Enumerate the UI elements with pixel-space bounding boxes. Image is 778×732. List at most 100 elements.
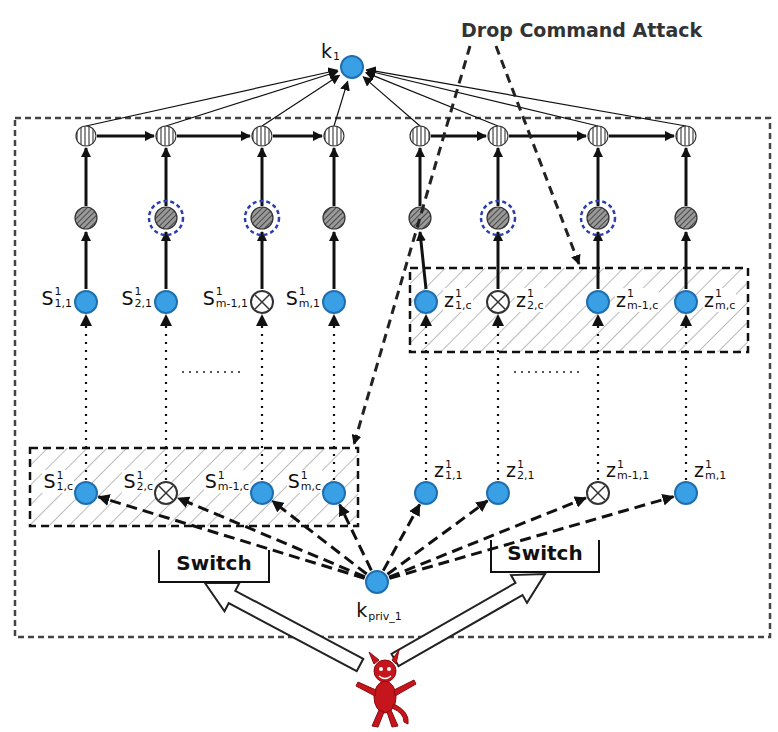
label-indices: 12,c (527, 288, 544, 311)
selected-ring (481, 201, 515, 235)
chain-arrow (597, 232, 600, 289)
label-base: z (516, 291, 526, 310)
dropped-share-node: z1m-1,1 (586, 481, 610, 505)
label-subscript: 2,c (136, 481, 153, 493)
key-distribution-arrow (389, 498, 586, 577)
chain-arrow (165, 148, 168, 206)
hatched-share (251, 207, 273, 229)
chain-arrow (497, 148, 500, 206)
label-base: S (121, 289, 133, 308)
label-subscript: 1,c (455, 300, 472, 312)
label-superscript: 1 (55, 286, 73, 298)
aggregation-line (262, 75, 339, 126)
node-label: k priv_1 (355, 599, 403, 622)
share-chain-arrow (497, 315, 499, 480)
label-subscript: priv_1 (368, 611, 402, 623)
chain-arrow (85, 232, 88, 289)
key-distribution-arrow (272, 501, 366, 574)
node-label: z1m,1 (693, 459, 727, 482)
share-node: z11,1 (414, 481, 438, 505)
aggregation-line (86, 70, 337, 126)
share-node: S12,1 (154, 290, 178, 314)
label-subscript: m,1 (705, 470, 726, 482)
aggregation-line (367, 70, 598, 126)
node-label: z1m,c (703, 288, 736, 311)
hatched-share (75, 207, 97, 229)
label-base: z (616, 291, 626, 310)
striped-combiner (410, 126, 430, 146)
label-base: k (321, 42, 332, 61)
chain-arrow (165, 232, 168, 289)
column-chain (75, 70, 697, 289)
attack-band (410, 268, 748, 352)
label-indices: 11,1 (55, 286, 73, 309)
dropped-share-node: z12,c (486, 290, 510, 314)
label-base: k (356, 601, 367, 620)
label-indices: 11,1 (445, 459, 463, 482)
chain-arrow (497, 232, 500, 289)
cross-stroke (159, 486, 173, 500)
hatched-share (587, 207, 609, 229)
node-label: S11,c (42, 470, 74, 493)
label-superscript: 1 (56, 470, 73, 482)
label-subscript: 2,c (527, 300, 544, 312)
chain-arrow (333, 148, 336, 206)
label-subscript: 1,1 (55, 298, 73, 310)
label-subscript: m,c (301, 481, 321, 493)
label-indices: 1m-1,c (627, 288, 658, 311)
cross-mark (156, 483, 176, 503)
cross-mark (252, 292, 272, 312)
label-subscript: 2,1 (517, 470, 535, 482)
label-subscript: 1,1 (445, 470, 463, 482)
label-superscript: 1 (445, 459, 463, 471)
key-distribution-arrow (340, 505, 372, 571)
label-superscript: 1 (218, 470, 249, 482)
switch-label: Switch (507, 541, 582, 565)
label-subscript: m-1,1 (216, 298, 248, 310)
share-node: k 1 (340, 55, 364, 79)
label-base: S (123, 472, 135, 491)
label-indices: 1m-1,1 (617, 459, 649, 482)
share-node: S1m,1 (322, 290, 346, 314)
share-node: z12,1 (486, 481, 510, 505)
node-label: z11,1 (433, 459, 463, 482)
chain-arrow (419, 148, 422, 206)
label-indices: 12,1 (517, 459, 535, 482)
label-superscript: 1 (627, 288, 658, 300)
label-indices: 11,c (455, 288, 472, 311)
label-superscript: 1 (136, 470, 153, 482)
label-superscript: 1 (216, 286, 248, 298)
label-base: S (203, 289, 215, 308)
label-base: S (288, 472, 300, 491)
share-chain-arrow (333, 315, 335, 480)
devil-attacker (356, 650, 416, 727)
label-superscript: 1 (705, 459, 726, 471)
cross-stroke (255, 295, 269, 309)
aggregation-line (334, 81, 348, 126)
node-label: S12,1 (120, 286, 153, 309)
label-base: z (444, 291, 454, 310)
striped-combiner (588, 126, 608, 146)
chain-arrows (97, 135, 674, 138)
label-base: z (434, 461, 444, 480)
share-node: S11,c (74, 481, 98, 505)
label-superscript: 1 (617, 459, 649, 471)
cross-stroke (491, 295, 505, 309)
selected-ring (581, 201, 615, 235)
label-base: z (506, 461, 516, 480)
key-distribution-arrow (387, 501, 487, 575)
share-chain-arrow (597, 315, 599, 480)
label-superscript: 1 (715, 288, 735, 300)
chain-arrow (261, 232, 264, 289)
node-label: S1m,1 (285, 286, 321, 309)
node-label: k 1 (320, 40, 341, 63)
label-subscript: m,c (715, 300, 735, 312)
switch-box: Switch (490, 540, 600, 573)
label-indices: 1m,c (715, 288, 735, 311)
hatched-share (323, 207, 345, 229)
label-indices: 1m,1 (299, 286, 320, 309)
label-spacer (333, 40, 340, 52)
label-indices: 11,c (56, 470, 73, 493)
label-indices: 12,1 (135, 286, 153, 309)
